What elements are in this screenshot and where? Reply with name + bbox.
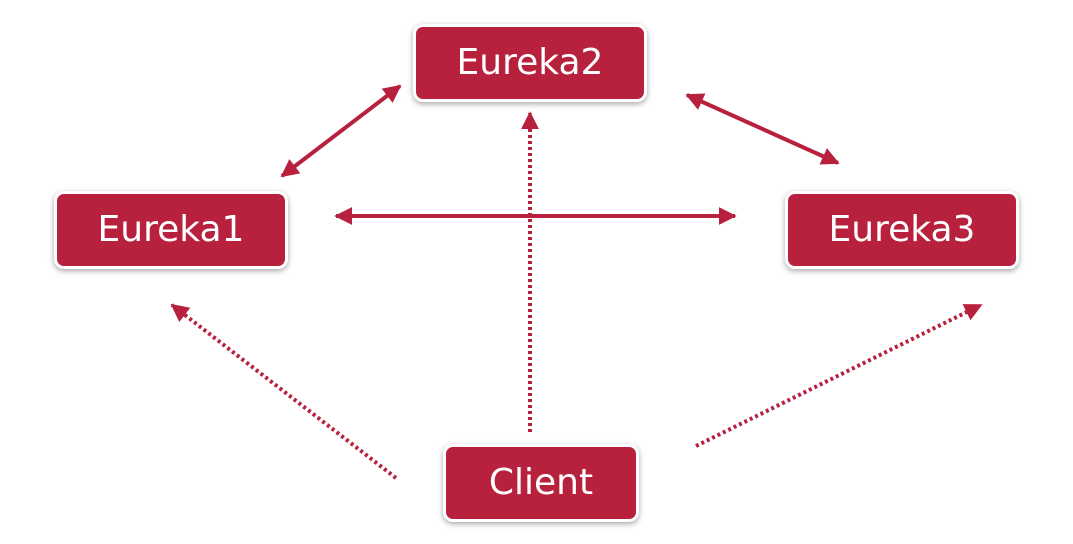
node-eureka2: Eureka2 <box>413 24 647 102</box>
node-label: Eureka2 <box>456 42 604 83</box>
node-client: Client <box>443 444 639 522</box>
node-eureka3: Eureka3 <box>785 191 1019 269</box>
node-label: Client <box>488 462 594 503</box>
link-client-eureka3 <box>695 303 983 448</box>
link-client-eureka1 <box>170 303 398 480</box>
link-eureka1-eureka2 <box>280 84 402 178</box>
node-eureka1: Eureka1 <box>54 191 288 269</box>
node-label: Eureka1 <box>97 209 245 250</box>
node-label: Eureka3 <box>828 209 976 250</box>
link-eureka2-eureka3 <box>685 93 840 165</box>
